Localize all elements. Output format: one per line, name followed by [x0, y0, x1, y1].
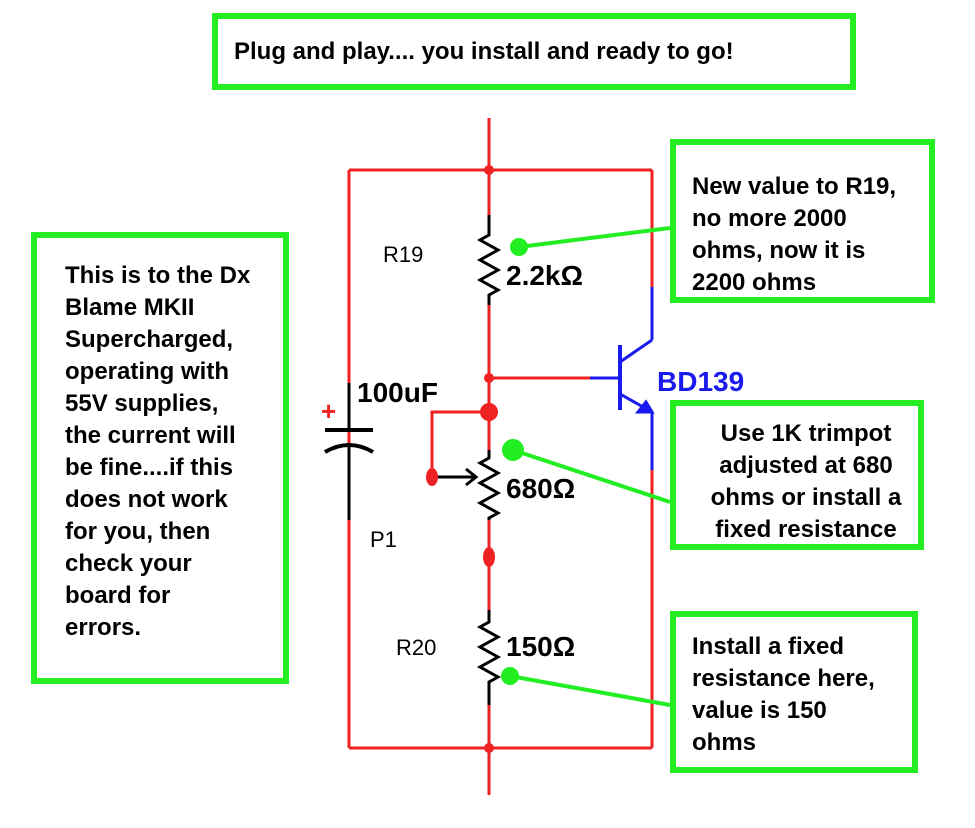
callout-dot-r19 — [510, 238, 528, 256]
note-line: board for — [65, 582, 171, 609]
p1-callout-note: Use 1K trimpot adjusted at 680 ohms or i… — [670, 400, 924, 550]
left-description-note: This is to the Dx Blame MKII Supercharge… — [31, 232, 289, 684]
label-cap-polarity: + — [321, 396, 336, 426]
resistor-r19 — [476, 215, 502, 305]
label-cap-value: 100uF — [357, 377, 438, 408]
callout-leader-r19 — [518, 226, 671, 249]
note-line: This is to the Dx — [65, 262, 251, 289]
note-line: ohms — [692, 729, 757, 756]
label-transistor: BD139 — [657, 366, 744, 397]
title-text: Plug and play.... you install and ready … — [234, 38, 734, 65]
note-line: 2200 ohms — [692, 269, 817, 296]
wiper-arrow-head — [465, 467, 479, 487]
capacitor — [323, 383, 375, 520]
transistor-collector — [619, 338, 653, 364]
callout-leader-r20 — [509, 674, 671, 707]
note-line: operating with — [65, 358, 229, 385]
r19-callout-note: New value to R19, no more 2000 ohms, now… — [670, 139, 935, 303]
label-r19-name: R19 — [383, 242, 423, 267]
trimpot-p1 — [476, 450, 502, 520]
note-line: ohms, now it is — [692, 237, 866, 264]
label-r19-value: 2.2kΩ — [506, 260, 583, 291]
note-line: Install a fixed — [692, 633, 845, 660]
label-p1-value: 680Ω — [506, 473, 575, 504]
note-line: ohms or install a — [710, 484, 902, 511]
note-line: no more 2000 — [692, 205, 847, 232]
note-line: check your — [65, 550, 192, 577]
transistor-bd139 — [590, 287, 655, 470]
r20-callout-note: Install a fixed resistance here, value i… — [670, 611, 918, 773]
note-line: 55V supplies, — [65, 390, 219, 417]
capacitor-plate-curved — [323, 443, 375, 454]
note-line: adjusted at 680 — [719, 452, 893, 479]
callout-leader-p1 — [512, 448, 671, 504]
note-line: resistance here, — [692, 665, 875, 692]
label-r20-value: 150Ω — [506, 631, 575, 662]
label-p1-name: P1 — [370, 527, 397, 552]
resistor-r20 — [476, 610, 502, 705]
callout-dot-r20 — [501, 667, 519, 685]
note-line: Use 1K trimpot — [720, 420, 892, 447]
note-line: value is 150 — [692, 697, 827, 724]
junction-wiper — [426, 468, 438, 486]
note-line: errors. — [65, 614, 142, 641]
note-line: Supercharged, — [65, 326, 234, 353]
note-line: for you, then — [65, 518, 211, 545]
label-r20-name: R20 — [396, 635, 436, 660]
emitter-arrow-icon — [634, 399, 655, 414]
junction-p1-r20 — [483, 547, 495, 567]
note-line: New value to R19, — [692, 173, 897, 200]
junction-base — [484, 373, 494, 383]
junction-top — [484, 165, 494, 175]
note-line: be fine....if this — [65, 454, 234, 481]
note-line: fixed resistance — [715, 516, 897, 543]
note-line: the current will — [65, 422, 236, 449]
callout-dot-p1 — [502, 439, 524, 461]
title-note: Plug and play.... you install and ready … — [212, 13, 856, 90]
junction-bottom — [484, 743, 494, 753]
note-line: does not work — [65, 486, 228, 513]
note-line: Blame MKII — [65, 294, 195, 321]
junction-p1-top — [480, 403, 498, 421]
wire-wiper-loop — [430, 410, 489, 477]
